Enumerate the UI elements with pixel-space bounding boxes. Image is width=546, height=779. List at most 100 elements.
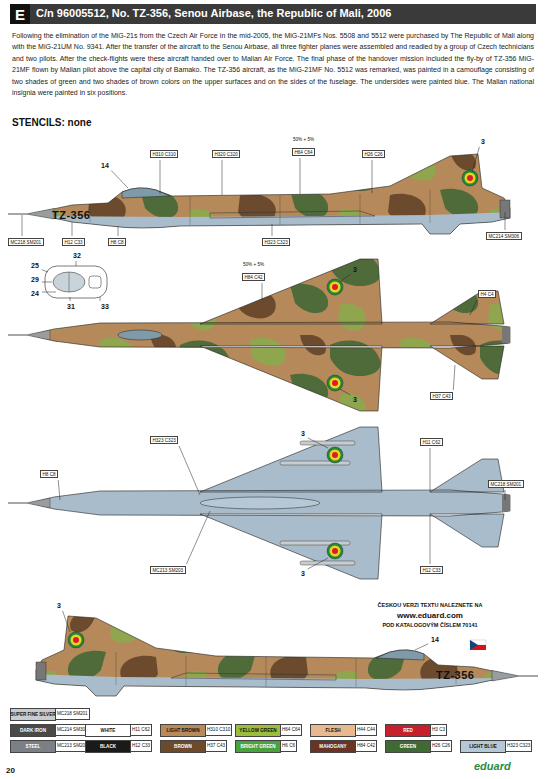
leader-line [22, 215, 23, 236]
color-swatch: BLACK [85, 740, 131, 753]
color-name: DARK IRON [20, 728, 46, 733]
leader-line [70, 297, 71, 301]
paint-callout: H12 C33 [420, 566, 443, 574]
leader-line [472, 147, 479, 172]
leader-line [72, 222, 73, 236]
decal-number: 33 [100, 303, 110, 310]
leader-line [308, 558, 328, 569]
paint-callout: H37 C43 [430, 392, 453, 400]
leader-line [58, 480, 60, 500]
leader-line [160, 160, 161, 194]
leader-line [111, 170, 128, 188]
leader-line [453, 365, 455, 390]
color-name: WHITE [101, 728, 116, 733]
paint-callout: H64 C64 [292, 148, 315, 156]
paint-code: H11 C62 [130, 724, 152, 736]
decal-number: 14 [100, 162, 110, 169]
paint-code: H26 C26 [430, 740, 452, 752]
color-name: SUPER FINE SILVER [10, 712, 55, 717]
decal-number: 14 [430, 636, 440, 643]
color-name: YELLOW GREEN [239, 728, 276, 733]
leader-line [42, 270, 48, 272]
web-address: www.eduard.com [355, 611, 505, 620]
decal-number: 29 [30, 276, 40, 283]
color-name: MAHOGANY [319, 744, 346, 749]
color-swatch: BRIGHT GREEN [235, 740, 281, 753]
footer-note: ČESKOU VERZI TEXTU NALEZNETE NA [355, 602, 505, 608]
canopy-inset [45, 266, 107, 298]
leader-line [308, 438, 328, 448]
czech-flag [470, 640, 486, 650]
color-name: LIGHT BROWN [167, 728, 200, 733]
section-letter-box: E [10, 4, 30, 24]
side-view [31, 612, 538, 702]
leader-line [505, 212, 506, 230]
paint-code: MC218 SM201 [55, 708, 90, 720]
paint-callout: MC218 SM201 [8, 238, 44, 246]
color-name: BROWN [174, 744, 192, 749]
paint-code: H12 C33 [130, 740, 152, 752]
paint-callout: MC213 SM203 [150, 566, 186, 574]
color-swatch: MAHOGANY [310, 740, 356, 753]
color-swatch: LIGHT BROWN [160, 724, 206, 737]
decal-number: 31 [66, 303, 76, 310]
paint-code: H323 C323 [505, 740, 532, 752]
leader-line [76, 261, 77, 266]
leader-line [505, 490, 506, 500]
color-name: FLESH [325, 728, 340, 733]
paint-code: H6 C6 [280, 740, 297, 752]
brand-logo: eduard [474, 760, 511, 772]
leader-line [430, 514, 431, 564]
section-letter: E [15, 6, 25, 23]
decal-number: 3 [352, 396, 358, 403]
color-name: BLACK [100, 744, 116, 749]
decal-number: 32 [72, 252, 82, 259]
color-name: RED [403, 728, 413, 733]
paint-code: H37 C43 [205, 740, 227, 752]
paint-callout: H323 C323 [150, 436, 178, 444]
paint-callout: H320 C320 [212, 150, 240, 158]
paint-code: H84 C42 [355, 740, 377, 752]
mix-ratio: 50% + 5% [242, 262, 265, 267]
color-swatch: DARK IRON [10, 724, 56, 737]
decal-number: 3 [56, 602, 62, 609]
color-swatch: YELLOW GREEN [235, 724, 281, 737]
mix-ratio: 50% + 5% [292, 137, 315, 142]
color-name: GREEN [400, 744, 416, 749]
leader-line [430, 448, 431, 492]
leader-line [372, 160, 373, 193]
paint-callout: H84 C42 [242, 273, 265, 281]
roundel [327, 543, 343, 559]
decal-number: 25 [30, 262, 40, 269]
paint-code: H64 C64 [280, 724, 302, 736]
roundel [462, 170, 478, 186]
paint-callout: H12 C33 [62, 238, 85, 246]
footer-note: POD KATALOGOVÝM ČÍSLEM 70141 [355, 622, 505, 628]
title: C/n 96005512, No. TZ-356, Senou Airbase,… [36, 7, 391, 19]
roundel [327, 375, 343, 391]
leader-line [186, 511, 210, 564]
registration-marking: TZ-356 [436, 669, 474, 681]
stencil-note: STENCILS: none [12, 117, 91, 128]
color-swatch: WHITE [85, 724, 131, 737]
decal-number: 3 [352, 266, 358, 273]
paint-callout: H323 C323 [262, 238, 290, 246]
roundel [327, 447, 343, 463]
leader-line [272, 224, 273, 236]
leader-line [300, 158, 301, 194]
leader-line [118, 226, 119, 236]
leader-line [415, 644, 428, 650]
leader-line [222, 160, 223, 195]
color-name: STEEL [26, 744, 41, 749]
top-view [8, 255, 515, 415]
leader-line [470, 300, 477, 315]
decal-number: 24 [30, 290, 40, 297]
paint-callout: H11 C62 [420, 438, 443, 446]
leader-line [262, 283, 263, 300]
color-swatch: GREEN [385, 740, 431, 753]
color-swatch: RED [385, 724, 431, 737]
color-name: LIGHT BLUE [469, 744, 497, 749]
bottom-view [8, 427, 510, 579]
